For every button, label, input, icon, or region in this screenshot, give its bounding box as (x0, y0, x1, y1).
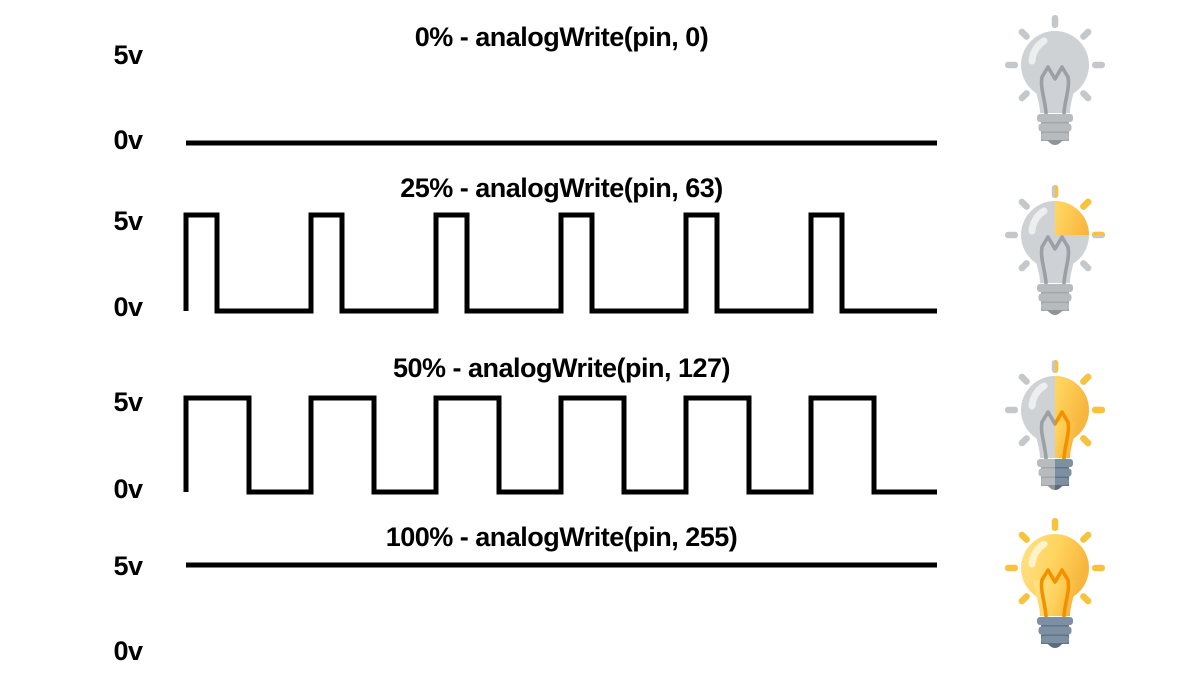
row-title: 50% - analogWrite(pin, 127) (392, 353, 731, 383)
row-title: 0% - analogWrite(pin, 0) (414, 22, 709, 52)
lightbulb-quarter-lit-icon (997, 185, 1113, 325)
lightbulb-half-lit-icon (997, 360, 1113, 500)
voltage-label-5v: 5v (113, 206, 143, 236)
voltage-label-5v: 5v (113, 387, 143, 417)
voltage-label-0v: 0v (113, 474, 143, 504)
row-title: 25% - analogWrite(pin, 63) (400, 173, 723, 203)
lightbulb-off-icon (997, 15, 1113, 155)
waveform-path-25 (183, 212, 937, 314)
voltage-label-5v: 5v (113, 551, 143, 581)
row-title: 100% - analogWrite(pin, 255) (385, 522, 738, 552)
voltage-label-0v: 0v (113, 292, 143, 322)
voltage-label-0v: 0v (113, 125, 143, 155)
waveform-path-50 (183, 395, 937, 495)
voltage-label-5v: 5v (113, 40, 143, 70)
voltage-label-0v: 0v (113, 636, 143, 666)
lightbulb-full-lit-icon (997, 518, 1113, 658)
